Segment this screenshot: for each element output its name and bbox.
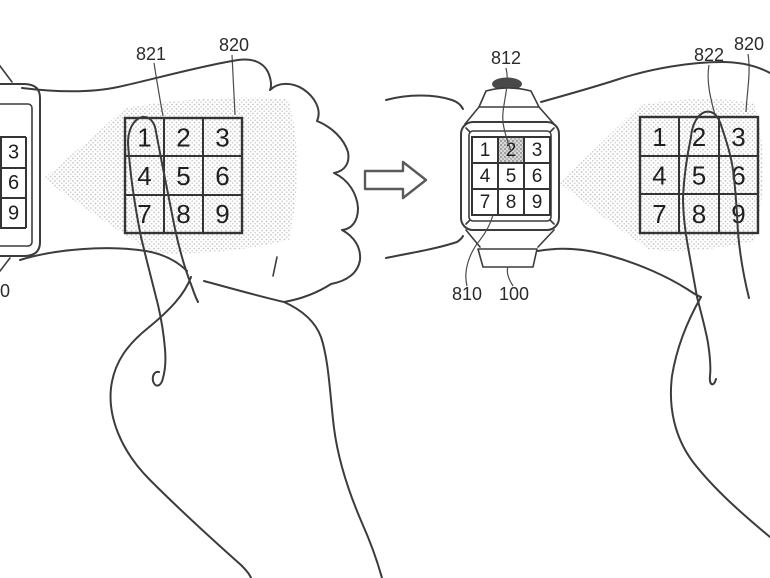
wrist-bottom-line [385, 235, 464, 259]
projected-key: 4 [652, 161, 666, 191]
left-panel: 3 6 9 1 2 3 4 5 6 7 8 9 821 820 0 [0, 35, 383, 578]
watch-key: 4 [480, 166, 491, 187]
hand-top-contour [540, 61, 770, 103]
watch-key: 6 [8, 172, 19, 194]
watch-key: 6 [532, 166, 543, 187]
smartwatch-right: 1 2 3 4 5 6 7 8 9 [460, 77, 560, 268]
pointing-hand-left [109, 115, 383, 578]
watch-key: 9 [8, 203, 19, 225]
keypad-lines [640, 117, 758, 233]
ref-label-810: 810 [452, 284, 482, 304]
projected-key: 6 [215, 161, 229, 191]
watch-keypad-grid [0, 136, 27, 229]
projected-key: 2 [692, 122, 706, 152]
projected-key: 9 [215, 199, 229, 229]
projected-key: 3 [215, 123, 229, 153]
fist-top-and-knuckles [21, 58, 362, 303]
projected-key: 8 [692, 199, 706, 229]
watch-key: 1 [480, 140, 491, 161]
watch-key: 9 [532, 192, 543, 213]
watch-key: 8 [506, 192, 517, 213]
leader-line-821 [153, 62, 164, 117]
projected-key: 8 [176, 199, 190, 229]
ref-label-812: 812 [491, 48, 521, 68]
ref-label-821: 821 [136, 44, 166, 64]
finger-crease [272, 256, 278, 277]
watch-band-bottom [0, 257, 11, 273]
body-bevels [465, 127, 555, 225]
watch-shoulder-top [464, 106, 555, 125]
index-finger-tip-right-edge [127, 115, 199, 303]
watch-shoulder-bottom [465, 229, 555, 248]
index-finger-left-edge [127, 142, 167, 387]
projected-key: 9 [731, 199, 745, 229]
smartwatch-left: 3 6 9 [0, 64, 41, 273]
hand-thumb-contour [109, 276, 252, 578]
ref-label-100: 100 [499, 284, 529, 304]
transition-arrow-icon [363, 160, 428, 200]
watch-screen [0, 103, 33, 247]
projection-cone [560, 99, 763, 251]
ref-label-820: 820 [219, 35, 249, 55]
leader-line-100 [506, 266, 514, 287]
projected-key: 2 [176, 123, 190, 153]
projected-key: 1 [137, 123, 151, 153]
right-panel: 1 2 3 4 5 6 7 8 9 1 2 3 4 5 6 7 8 9 [385, 34, 770, 538]
projected-key: 7 [652, 199, 666, 229]
projected-key: 5 [692, 161, 706, 191]
wrist-bottom-line [19, 247, 188, 272]
ref-label-822: 822 [694, 45, 724, 65]
leader-line-820 [745, 53, 750, 113]
projected-key: 5 [176, 161, 190, 191]
projected-key: 7 [137, 199, 151, 229]
hand-thumb-contour [669, 296, 770, 538]
keypad-frame [123, 116, 244, 235]
ref-label-820: 820 [734, 34, 764, 54]
hand-right-contour [283, 301, 383, 578]
projected-key: 3 [731, 122, 745, 152]
leader-line-812 [502, 67, 512, 152]
watch-hand-outline [537, 61, 770, 298]
projected-key: 4 [137, 161, 151, 191]
watch-band-top [0, 64, 13, 83]
watch-key: 3 [532, 140, 543, 161]
index-finger-left-edge [682, 136, 717, 386]
watch-key: 5 [506, 166, 517, 187]
leader-line-822 [707, 64, 716, 116]
fist-bottom-line [203, 280, 285, 303]
watch-band-bottom [477, 248, 538, 268]
watch-keypad-frame [471, 136, 551, 216]
projected-keypad-right: 1 2 3 4 5 6 7 8 9 [638, 115, 760, 235]
watch-key: 7 [480, 192, 491, 213]
leader-line-810 [465, 214, 494, 287]
projected-key: 1 [652, 122, 666, 152]
watch-hand-outline [19, 58, 362, 303]
watch-band-top [478, 87, 540, 108]
wrist-top-line [385, 94, 464, 110]
projected-keypad-left: 1 2 3 4 5 6 7 8 9 [123, 116, 244, 235]
index-finger-tip-right-edge [690, 110, 750, 299]
pointing-hand-right [669, 110, 770, 538]
ref-label-810-cut: 0 [0, 281, 10, 301]
hand-bottom-contour [537, 247, 702, 298]
watch-key: 3 [8, 142, 19, 164]
watch-keypad-lines [472, 137, 550, 215]
projection-cone [44, 97, 297, 254]
